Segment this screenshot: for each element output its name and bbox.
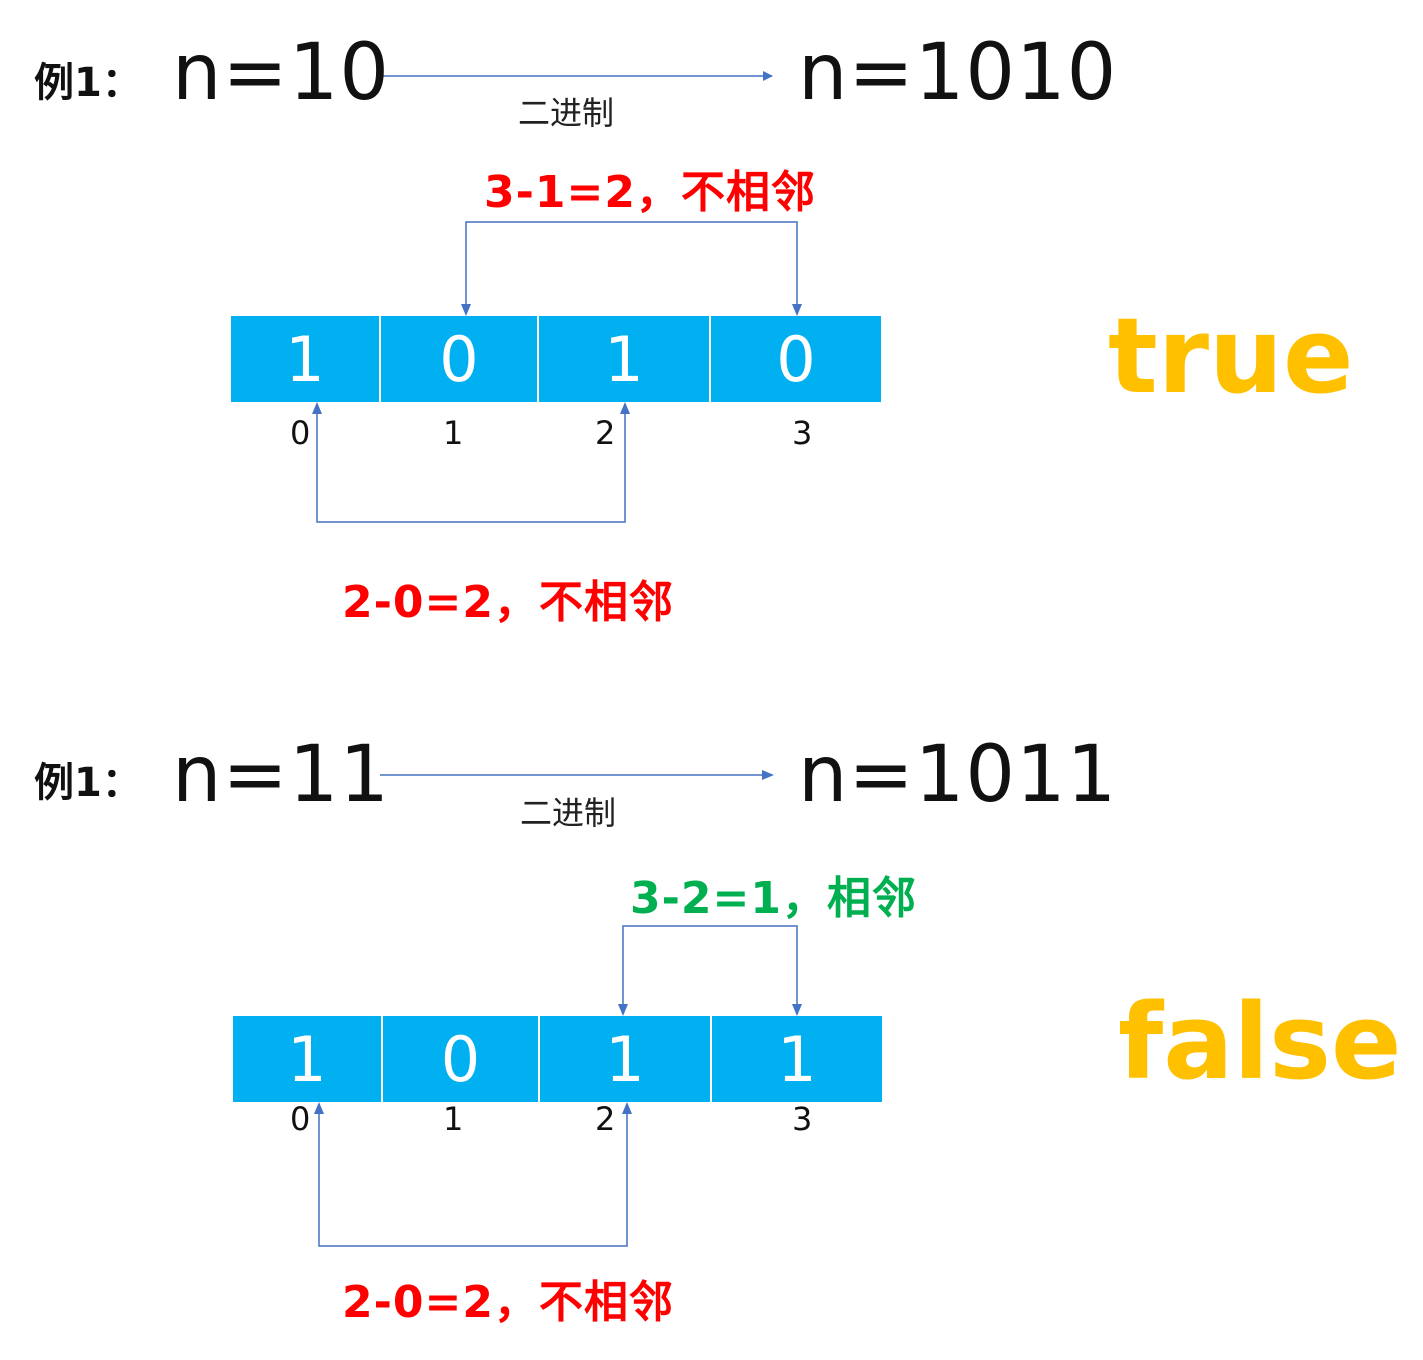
index-label: 2 xyxy=(595,414,616,452)
index-label: 1 xyxy=(443,1100,464,1138)
bit-array: 1 0 1 0 xyxy=(231,316,881,402)
bit-array: 1 0 1 1 xyxy=(233,1016,882,1102)
binary-expression: n=1010 xyxy=(798,28,1118,118)
bottom-bracket-arrowhead-left xyxy=(312,402,322,414)
bit-cell: 1 xyxy=(712,1016,882,1102)
top-bracket-arrowhead-left xyxy=(618,1004,628,1016)
conversion-label: 二进制 xyxy=(518,94,615,132)
bottom-note: 2-0=2，不相邻 xyxy=(342,577,674,628)
top-bracket-arrowhead-left xyxy=(461,304,471,316)
bit-cell: 0 xyxy=(383,1016,540,1102)
bit-cell: 1 xyxy=(231,316,381,402)
verdict-true: true xyxy=(1108,295,1354,417)
top-note: 3-2=1，相邻 xyxy=(630,873,917,924)
top-bracket-arrowhead-right xyxy=(792,304,802,316)
index-label: 0 xyxy=(290,1100,311,1138)
bit-cell: 0 xyxy=(381,316,539,402)
index-label: 3 xyxy=(792,1100,813,1138)
connector-lines xyxy=(314,770,802,1247)
index-label: 0 xyxy=(290,414,311,452)
conversion-label: 二进制 xyxy=(520,794,617,832)
binary-expression: n=1011 xyxy=(798,730,1118,820)
top-bracket-arrow xyxy=(465,221,798,314)
example-label: 例1： xyxy=(34,760,142,806)
bit-cell: 1 xyxy=(233,1016,383,1102)
top-bracket-arrowhead-right xyxy=(792,1004,802,1016)
bottom-bracket-arrow xyxy=(318,1104,628,1247)
bottom-bracket-arrow xyxy=(316,404,626,523)
bottom-note: 2-0=2，不相邻 xyxy=(342,1277,674,1328)
bit-cell: 1 xyxy=(540,1016,712,1102)
index-label: 3 xyxy=(792,414,813,452)
example-1: 例1： n=10 二进制 n=1010 3-1=2，不相邻 1 0 1 0 0 … xyxy=(0,0,1423,660)
top-note: 3-1=2，不相邻 xyxy=(484,167,816,218)
bottom-bracket-arrowhead-right xyxy=(622,1102,632,1114)
index-label: 1 xyxy=(443,414,464,452)
bit-cell: 1 xyxy=(539,316,711,402)
example-2: 例1： n=11 二进制 n=1011 3-2=1，相邻 1 0 1 1 0 1… xyxy=(0,700,1423,1360)
connector-lines xyxy=(312,71,802,523)
bit-cell: 0 xyxy=(711,316,881,402)
decimal-expression: n=10 xyxy=(172,28,391,118)
bottom-bracket-arrowhead-right xyxy=(620,402,630,414)
top-bracket-arrow xyxy=(622,925,798,1014)
example-label: 例1： xyxy=(34,60,142,106)
bottom-bracket-arrowhead-left xyxy=(314,1102,324,1114)
decimal-expression: n=11 xyxy=(172,730,391,820)
verdict-false: false xyxy=(1118,981,1402,1103)
index-label: 2 xyxy=(595,1100,616,1138)
conversion-arrowhead xyxy=(762,770,774,780)
